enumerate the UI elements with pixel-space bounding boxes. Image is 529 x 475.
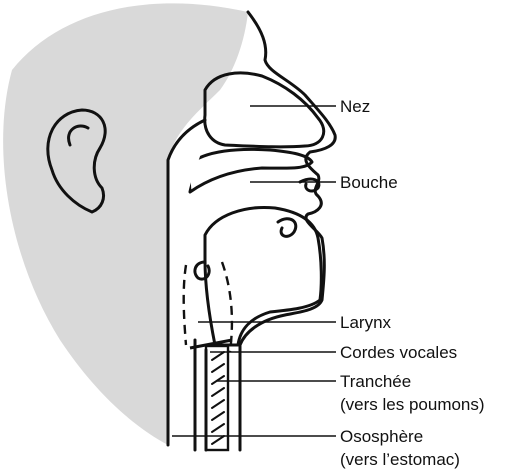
- label-ososphere-note: (vers l’estomac): [340, 450, 460, 469]
- palate: [188, 149, 312, 192]
- trachea: [206, 346, 228, 450]
- airway: [168, 140, 300, 450]
- label-cordes-vocales: Cordes vocales: [340, 343, 457, 362]
- label-tranchee-note: (vers les poumons): [340, 395, 485, 414]
- label-larynx: Larynx: [340, 313, 392, 332]
- tongue: [205, 207, 321, 345]
- label-nez: Nez: [340, 97, 370, 116]
- label-bouche: Bouche: [340, 173, 398, 192]
- oesophagus: [195, 340, 206, 450]
- label-ososphere: Ososphère: [340, 427, 423, 446]
- face-profile: [240, 12, 335, 450]
- label-tranchee: Tranchée: [340, 372, 411, 391]
- epiglottis: [195, 262, 209, 279]
- teeth-curl: [278, 219, 296, 237]
